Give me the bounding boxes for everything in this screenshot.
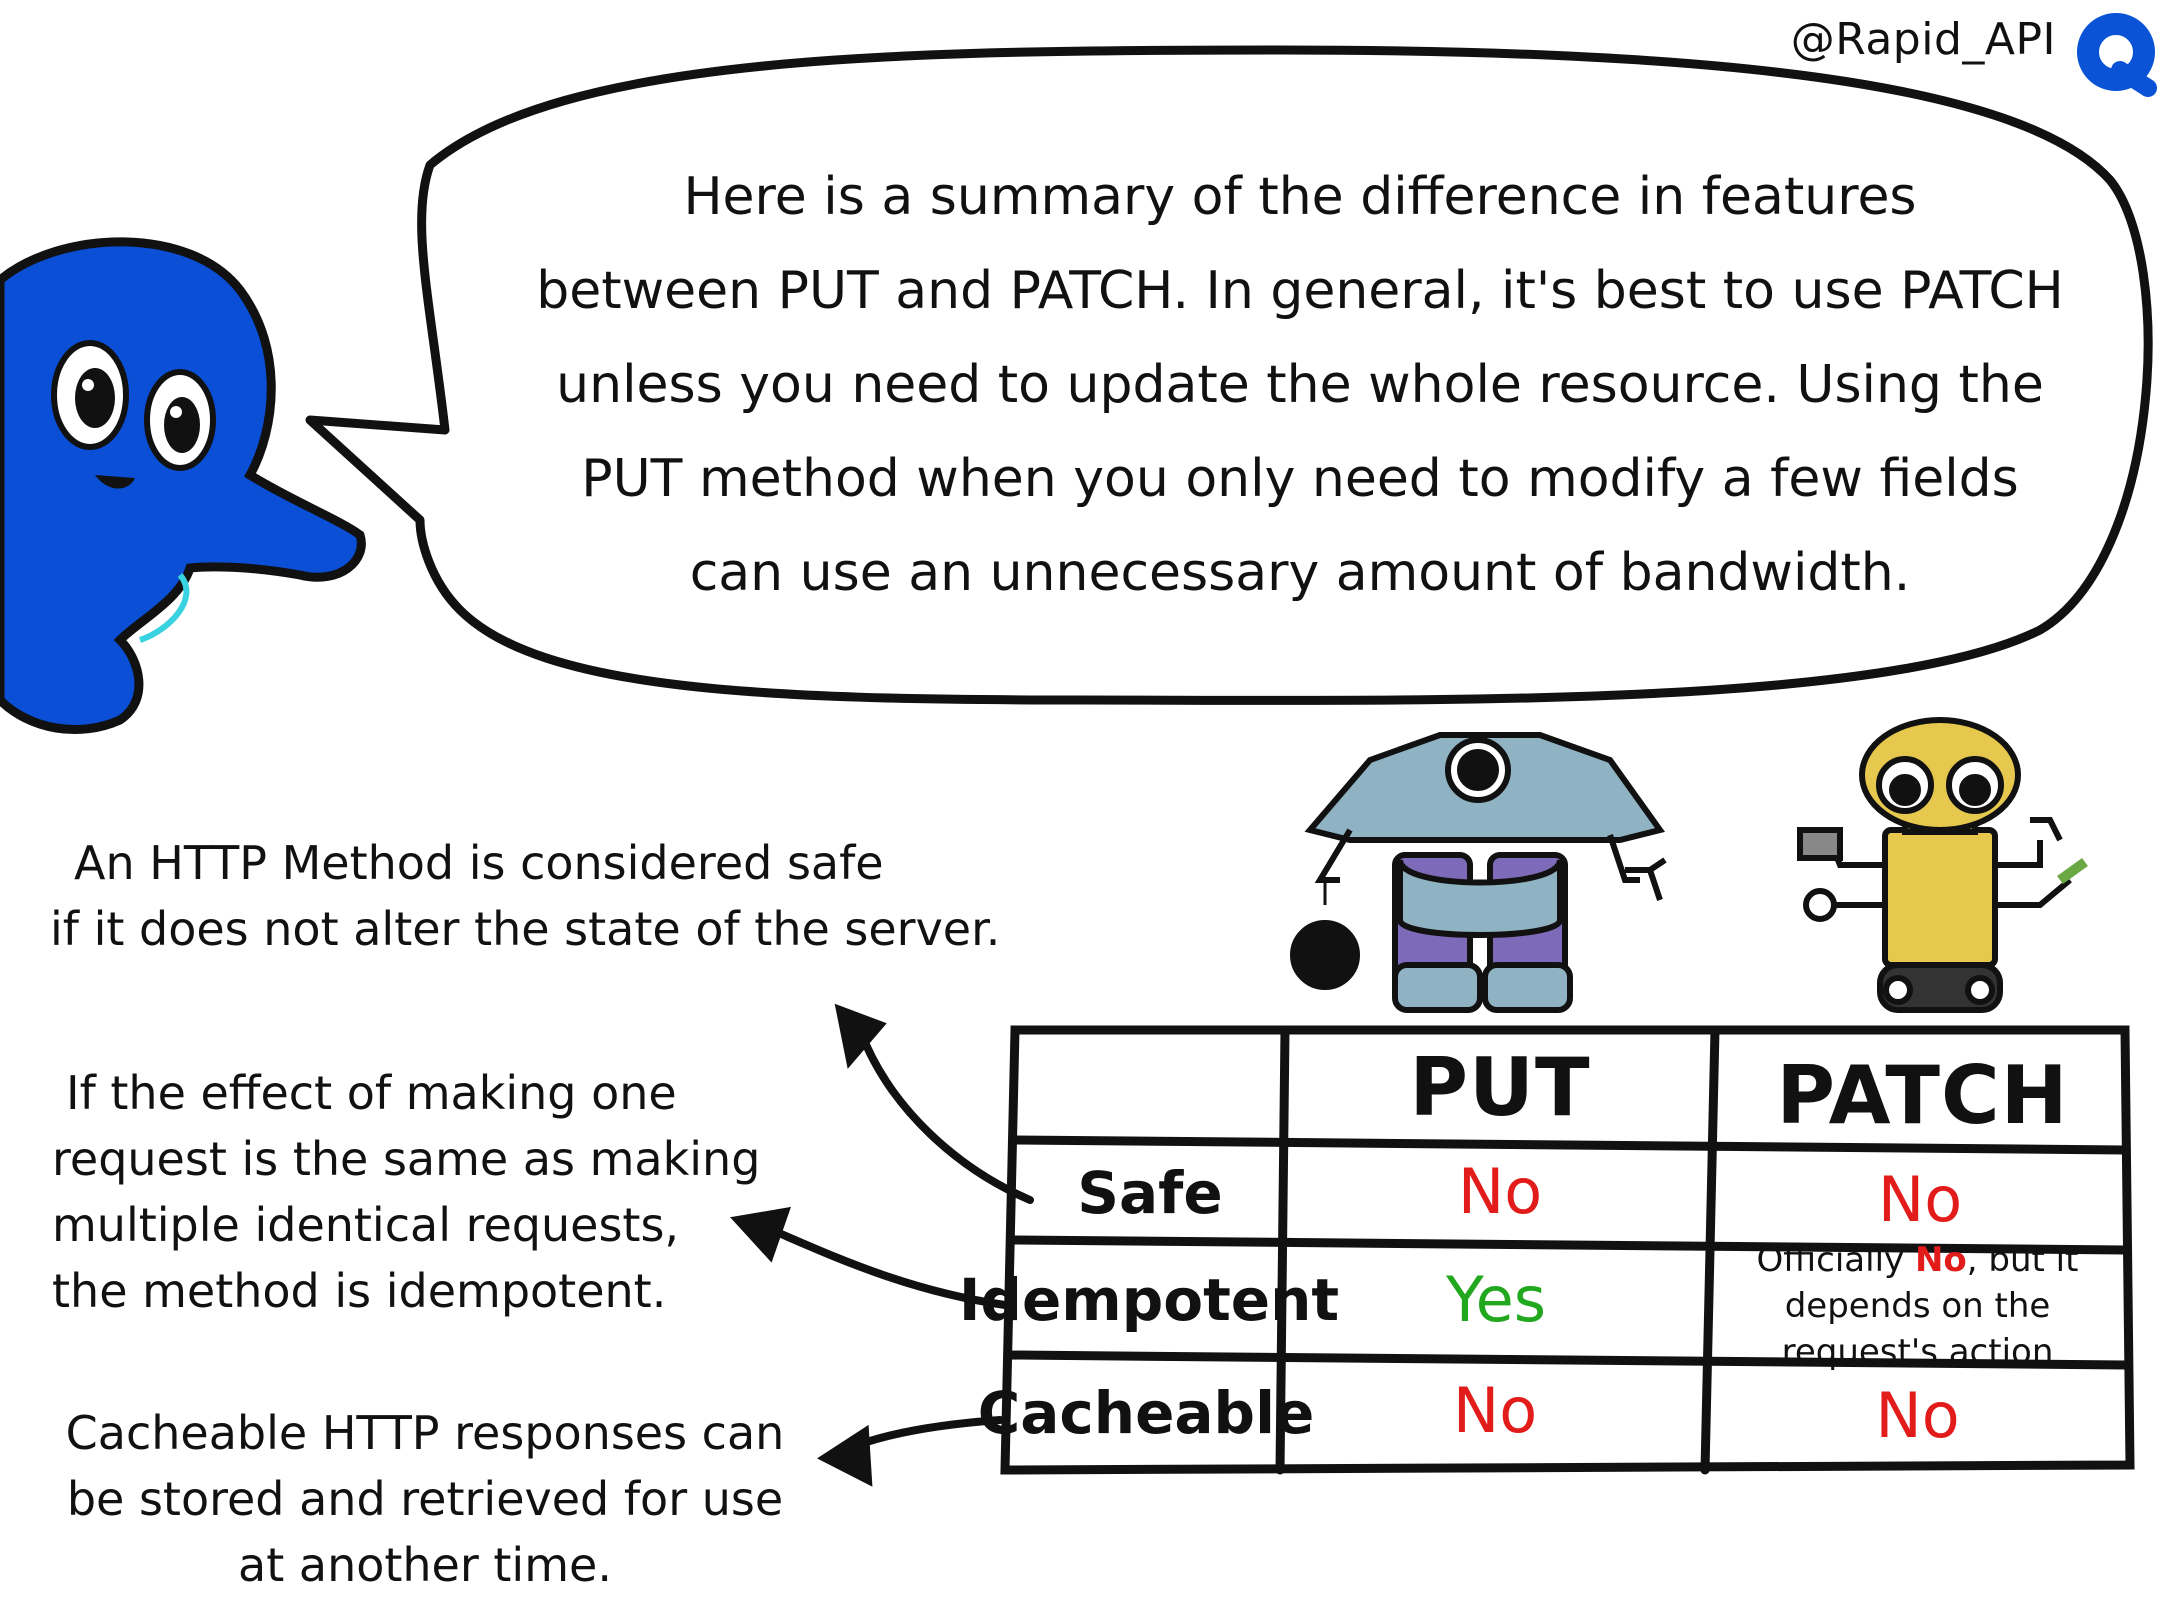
note-line: An HTTP Method is considered safe bbox=[74, 836, 884, 890]
bubble-line: Here is a summary of the difference in f… bbox=[683, 167, 1917, 227]
note-line: if it does not alter the state of the se… bbox=[50, 902, 1001, 956]
bubble-line: can use an unnecessary amount of bandwid… bbox=[689, 543, 1911, 603]
table-header-put: PUT bbox=[1409, 1041, 1591, 1134]
note-line: be stored and retrieved for use bbox=[66, 1472, 784, 1526]
patch-idempotent-no: No bbox=[1914, 1240, 1967, 1280]
table-cell-patch-cacheable: No bbox=[1875, 1378, 1960, 1452]
note-line: request is the same as making bbox=[52, 1132, 761, 1186]
rapidapi-logo-icon bbox=[2077, 13, 2157, 97]
patch-idempotent-post: , but it bbox=[1966, 1240, 2079, 1280]
table-cell-put-safe: No bbox=[1457, 1154, 1543, 1228]
speech-bubble-text: Here is a summary of the difference in f… bbox=[520, 150, 2080, 620]
table-row-label-safe: Safe bbox=[1077, 1158, 1223, 1227]
table-cell-patch-idempotent: Officially No, but it depends on the req… bbox=[1710, 1240, 2125, 1372]
note-line: Cacheable HTTP responses can bbox=[65, 1406, 785, 1460]
arrows bbox=[730, 1003, 1034, 1487]
note-line: multiple identical requests, bbox=[52, 1198, 680, 1252]
comparison-table-grid bbox=[1000, 1025, 2135, 1475]
note-line: at another time. bbox=[238, 1538, 612, 1592]
speech-bubble bbox=[305, 45, 2153, 705]
patch-idempotent-line1: Officially No, but it bbox=[1757, 1237, 2079, 1283]
patch-robot-icon bbox=[1797, 717, 2088, 1013]
put-robot-icon bbox=[1290, 732, 1667, 1013]
table-row-label-idempotent: Idempotent bbox=[958, 1266, 1340, 1334]
note-idempotent: If the effect of making one request is t… bbox=[52, 1060, 772, 1324]
note-line: If the effect of making one bbox=[66, 1066, 677, 1120]
note-line: the method is idempotent. bbox=[52, 1264, 667, 1318]
bubble-line: PUT method when you only need to modify … bbox=[581, 449, 2019, 509]
note-safe: An HTTP Method is considered safe if it … bbox=[50, 830, 1050, 962]
patch-idempotent-pre: Officially bbox=[1756, 1240, 1915, 1280]
table-row-label-cacheable: Cacheable bbox=[977, 1378, 1315, 1447]
rapidapi-handle: @Rapid_API bbox=[1790, 14, 2056, 65]
table-header-patch: PATCH bbox=[1776, 1048, 2069, 1142]
bubble-line: between PUT and PATCH. In general, it's … bbox=[536, 261, 2064, 321]
table-cell-put-idempotent: Yes bbox=[1445, 1262, 1547, 1336]
table-cell-put-cacheable: No bbox=[1452, 1374, 1538, 1447]
arrow-safe bbox=[856, 1026, 1034, 1204]
arrow-idempotent bbox=[756, 1221, 1009, 1309]
octopus-mascot-icon bbox=[0, 237, 366, 734]
bubble-line: unless you need to update the whole reso… bbox=[556, 355, 2044, 415]
table-cell-patch-safe: No bbox=[1877, 1162, 1963, 1236]
patch-idempotent-line2: depends on the request's action bbox=[1781, 1286, 2054, 1372]
note-cacheable: Cacheable HTTP responses can be stored a… bbox=[55, 1400, 795, 1598]
